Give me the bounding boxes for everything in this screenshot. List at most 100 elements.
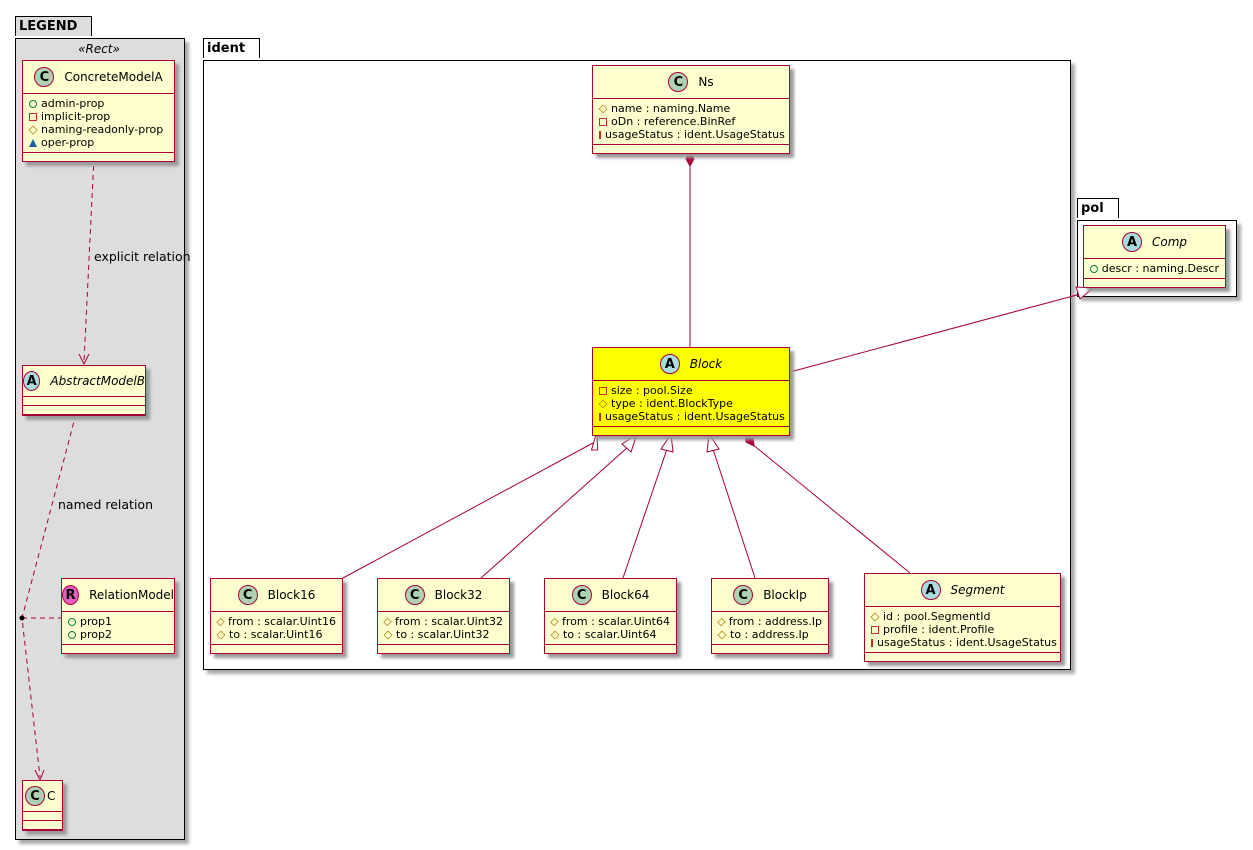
protected-visibility-icon xyxy=(598,103,608,114)
block16-generalization xyxy=(342,442,594,579)
attribute-text: usageStatus : ident.UsageStatus xyxy=(605,128,785,141)
attribute-text: implicit-prop xyxy=(41,110,111,123)
protected-visibility-icon xyxy=(216,617,225,626)
public-visibility-icon xyxy=(68,630,76,639)
attribute-text: to : scalar.Uint32 xyxy=(396,628,490,641)
method-section xyxy=(23,406,145,415)
attribute-text: usageStatus : ident.UsageStatus xyxy=(605,410,785,423)
package-tab-pol: pol xyxy=(1077,198,1119,218)
class-name: Comp xyxy=(1151,235,1188,249)
class-icon: C xyxy=(25,786,45,806)
attribute: usageStatus : ident.UsageStatus xyxy=(599,128,785,141)
public-visibility-icon xyxy=(1090,264,1098,273)
protected-visibility-icon xyxy=(216,629,226,640)
class-name: Block64 xyxy=(601,588,650,602)
class-header: C Block32 xyxy=(378,579,509,612)
protected-visibility-icon xyxy=(383,617,392,626)
abstract-icon: A xyxy=(1121,232,1142,252)
protected-visibility-icon xyxy=(717,617,726,626)
class-icon: C xyxy=(34,67,55,87)
attribute: size : pool.Size xyxy=(599,384,783,397)
abstract-icon: A xyxy=(23,371,41,391)
triangle-block32 xyxy=(621,432,638,453)
class-name: Block32 xyxy=(434,588,483,602)
explicit-relation-edge xyxy=(83,156,95,363)
attribute-section xyxy=(23,397,145,406)
class-icon: C xyxy=(404,585,425,605)
attribute: descr : naming.Descr xyxy=(1090,262,1219,275)
attribute-text: oDn : reference.BinRef xyxy=(611,115,736,128)
method-section xyxy=(23,821,62,830)
attribute: usageStatus : ident.UsageStatus xyxy=(871,636,1057,649)
blockip-generalization xyxy=(712,448,756,579)
triangle-blockip xyxy=(706,432,720,453)
attribute-text: usageStatus : ident.UsageStatus xyxy=(877,636,1057,649)
private-visibility-icon xyxy=(599,386,607,395)
generalization-triangle-comp xyxy=(1075,286,1095,300)
class-comp[interactable]: A Comp descr : naming.Descr xyxy=(1083,225,1226,288)
attribute: id : pool.SegmentId xyxy=(870,610,1054,623)
abstract-icon: A xyxy=(920,580,941,600)
attribute-text: naming-readonly-prop xyxy=(41,123,164,136)
block-comp-generalization xyxy=(789,291,1089,373)
protected-visibility-icon xyxy=(598,398,608,409)
relation-icon: R xyxy=(62,585,80,605)
attribute-list: descr : naming.Descr xyxy=(1084,259,1225,279)
private-visibility-icon xyxy=(29,112,37,121)
attribute: implicit-prop xyxy=(29,110,168,123)
attribute-text: id : pool.SegmentId xyxy=(883,610,991,623)
attribute-text: profile : ident.Profile xyxy=(883,623,995,636)
attribute: from : scalar.Uint16 xyxy=(216,615,336,628)
protected-visibility-icon xyxy=(550,629,560,640)
protected-visibility-icon xyxy=(550,617,559,626)
attribute: from : address.Ip xyxy=(717,615,822,628)
method-section xyxy=(593,427,789,435)
triangle-block64 xyxy=(660,432,674,453)
attribute: oper-prop xyxy=(29,136,168,149)
attribute-text: from : address.Ip xyxy=(728,615,822,628)
attribute: to : scalar.Uint16 xyxy=(216,628,336,641)
attribute: name : naming.Name xyxy=(598,102,783,115)
method-section xyxy=(378,645,509,653)
class-name: Ns xyxy=(698,75,714,89)
block32-generalization xyxy=(480,446,629,579)
method-section xyxy=(23,153,174,161)
class-name: C xyxy=(47,789,56,803)
public-visibility-icon xyxy=(68,617,76,626)
attribute-text: to : scalar.Uint64 xyxy=(563,628,657,641)
attribute-text: prop2 xyxy=(80,628,112,641)
class-icon: C xyxy=(237,585,258,605)
attribute-text: admin-prop xyxy=(41,97,105,110)
attribute: to : scalar.Uint32 xyxy=(383,628,503,641)
composition-diamond-ns xyxy=(685,150,695,168)
attribute: prop2 xyxy=(68,628,168,641)
public-visibility-icon xyxy=(29,99,37,108)
composition-diamond-block xyxy=(744,433,755,447)
legend-stereotype: «Rect» xyxy=(78,42,120,56)
attribute: to : address.Ip xyxy=(717,628,822,641)
triangle-block16 xyxy=(590,432,599,451)
private-visibility-icon xyxy=(599,117,607,126)
attribute-text: prop1 xyxy=(80,615,112,628)
